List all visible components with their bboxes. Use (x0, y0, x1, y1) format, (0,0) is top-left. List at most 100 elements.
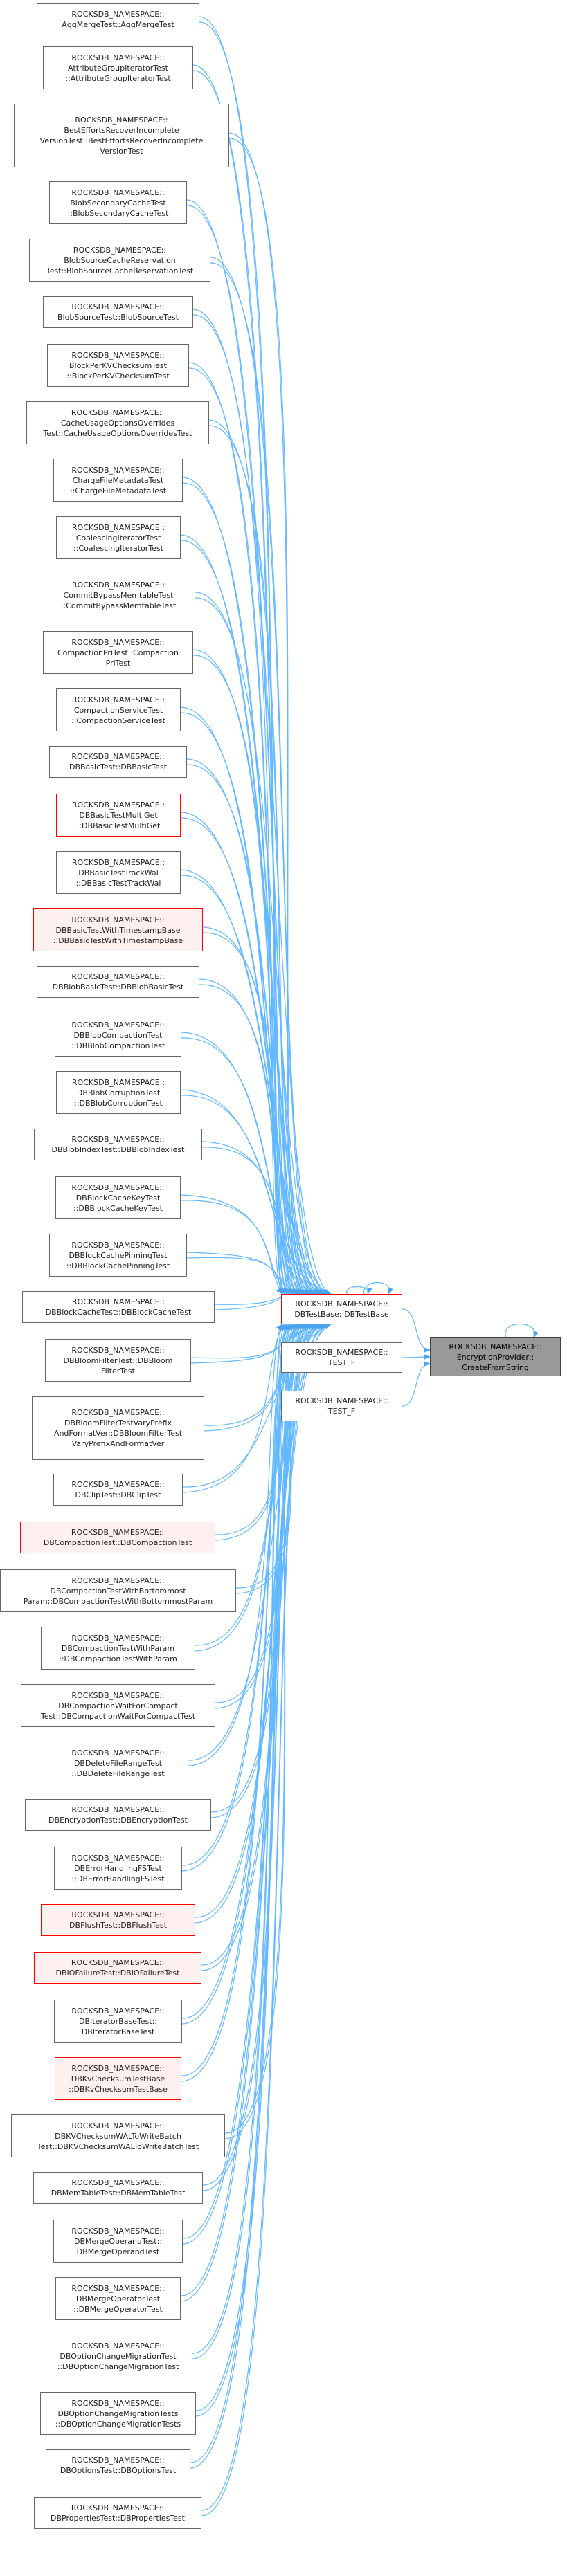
call-edge (199, 978, 296, 1295)
node-label: ROCKSDB_NAMESPACE:: BestEffortsRecoverIn… (39, 116, 204, 156)
call-edge (202, 1324, 310, 2191)
call-edge (195, 592, 330, 1295)
node-label: ROCKSDB_NAMESPACE:: DBBloomFilterTestVar… (53, 1408, 183, 1448)
caller-node-block-per-kvchecksum-test[interactable]: ROCKSDB_NAMESPACE:: BlockPerKVChecksumTe… (47, 344, 189, 387)
caller-node-dbbasic-test-with-timestamp-base[interactable]: ROCKSDB_NAMESPACE:: DBBasicTestWithTimes… (33, 908, 203, 951)
caller-node-dbmerge-operand-test[interactable]: ROCKSDB_NAMESPACE:: DBMergeOperandTest::… (53, 2220, 183, 2263)
caller-node-dbkv-checksum-test-base[interactable]: ROCKSDB_NAMESPACE:: DBKvChecksumTestBase… (55, 2057, 181, 2100)
caller-node-dbiterator-base-test[interactable]: ROCKSDB_NAMESPACE:: DBIteratorBaseTest::… (54, 2000, 182, 2043)
call-edge (182, 1324, 315, 2239)
caller-node-commit-bypass-memtable-test[interactable]: ROCKSDB_NAMESPACE:: CommitBypassMemtable… (42, 574, 195, 616)
call-edge-to-target (402, 1361, 431, 1407)
call-edge (210, 257, 322, 1295)
caller-node-best-efforts-recover-incomplete-version-test[interactable]: ROCKSDB_NAMESPACE:: BestEffortsRecoverIn… (14, 104, 229, 167)
caller-node-dbbasic-test-multi-get[interactable]: ROCKSDB_NAMESPACE:: DBBasicTestMultiGet … (56, 794, 181, 837)
node-label: ROCKSDB_NAMESPACE:: DBKvChecksumTestBase… (69, 2063, 168, 2094)
call-edge (192, 1324, 288, 2359)
node-label: ROCKSDB_NAMESPACE:: EncryptionProvider::… (449, 1342, 542, 1372)
node-label: ROCKSDB_NAMESPACE:: AggMergeTest::AggMer… (62, 10, 174, 29)
caller-node-dbdelete-file-range-test[interactable]: ROCKSDB_NAMESPACE:: DBDeleteFileRangeTes… (48, 1742, 188, 1784)
caller-node-agg-merge-test[interactable]: ROCKSDB_NAMESPACE:: AggMergeTest::AggMer… (37, 3, 199, 35)
call-edge (202, 1324, 305, 2186)
call-edge (195, 597, 283, 1295)
node-label: ROCKSDB_NAMESPACE:: DBBasicTestTrackWal … (71, 857, 165, 888)
caller-node-dbblob-index-test[interactable]: ROCKSDB_NAMESPACE:: DBBlobIndexTest::DBB… (34, 1129, 202, 1160)
caller-node-dbblock-cache-key-test[interactable]: ROCKSDB_NAMESPACE:: DBBlockCacheKeyTest … (55, 1176, 181, 1219)
caller-node-dbclip-test[interactable]: ROCKSDB_NAMESPACE:: DBClipTest::DBClipTe… (53, 1474, 183, 1506)
node-db-test-base[interactable]: ROCKSDB_NAMESPACE:: DBTestBase::DBTestBa… (281, 1294, 402, 1324)
node-label: ROCKSDB_NAMESPACE:: DBBlockCacheTest::DB… (45, 1297, 192, 1317)
call-edge (202, 932, 291, 1295)
caller-node-dbbasic-test[interactable]: ROCKSDB_NAMESPACE:: DBBasicTest::DBBasic… (49, 746, 187, 778)
caller-node-dbencryption-test[interactable]: ROCKSDB_NAMESPACE:: DBEncryptionTest::DB… (25, 1799, 211, 1831)
node-label: ROCKSDB_NAMESPACE:: DBBlobBasicTest::DBB… (52, 972, 184, 992)
call-edge (204, 1324, 322, 1426)
node-label: ROCKSDB_NAMESPACE:: DBOptionsTest::DBOpt… (60, 2456, 177, 2475)
node-label: ROCKSDB_NAMESPACE:: DBCompactionWaitForC… (40, 1690, 196, 1721)
node-label: ROCKSDB_NAMESPACE:: DBBlobCorruptionTest… (71, 1077, 165, 1108)
caller-node-dbblob-compaction-test[interactable]: ROCKSDB_NAMESPACE:: DBBlobCompactionTest… (55, 1014, 181, 1057)
caller-node-dbmerge-operator-test[interactable]: ROCKSDB_NAMESPACE:: DBMergeOperatorTest … (55, 2277, 181, 2320)
caller-node-blob-source-test[interactable]: ROCKSDB_NAMESPACE:: BlobSourceTest::Blob… (43, 296, 193, 328)
call-edge (201, 1147, 330, 1295)
node-label: ROCKSDB_NAMESPACE:: DBTestBase::DBTestBa… (294, 1299, 389, 1319)
caller-node-dbcompaction-test-with-bottommost-param[interactable]: ROCKSDB_NAMESPACE:: DBCompactionTestWith… (0, 1569, 236, 1612)
call-edge (186, 764, 312, 1295)
caller-node-dbbloom-filter-test[interactable]: ROCKSDB_NAMESPACE:: DBBloomFilterTest::D… (45, 1339, 191, 1382)
node-label: ROCKSDB_NAMESPACE:: DBCompactionTestWith… (23, 1575, 213, 1606)
caller-node-compaction-service-test[interactable]: ROCKSDB_NAMESPACE:: CompactionServiceTes… (56, 688, 181, 731)
caller-node-dbkvchecksum-walto-write-batch-test[interactable]: ROCKSDB_NAMESPACE:: DBKVChecksumWALToWri… (11, 2114, 225, 2157)
caller-node-dbcompaction-test-with-param[interactable]: ROCKSDB_NAMESPACE:: DBCompactionTestWith… (41, 1627, 195, 1670)
caller-node-attribute-group-iterator-test[interactable]: ROCKSDB_NAMESPACE:: AttributeGroupIterat… (43, 46, 193, 89)
node-label: ROCKSDB_NAMESPACE:: DBDeleteFileRangeTes… (71, 1748, 165, 1778)
call-edge (180, 817, 322, 1295)
node-label: ROCKSDB_NAMESPACE:: DBIOFailureTest::DBI… (55, 1958, 180, 1977)
caller-node-dbcompaction-wait-for-compact-test[interactable]: ROCKSDB_NAMESPACE:: DBCompactionWaitForC… (21, 1684, 215, 1727)
caller-node-dbproperties-test[interactable]: ROCKSDB_NAMESPACE:: DBPropertiesTest::DB… (34, 2497, 201, 2529)
call-edge (180, 812, 317, 1295)
call-edge (180, 869, 327, 1295)
caller-node-dbiofailure-test[interactable]: ROCKSDB_NAMESPACE:: DBIOFailureTest::DBI… (34, 1952, 201, 1984)
self-loop-edge (505, 1324, 539, 1338)
call-edge (182, 1324, 286, 1493)
call-edge (190, 1324, 317, 1364)
node-label: ROCKSDB_NAMESPACE:: CacheUsageOptionsOve… (43, 408, 192, 438)
call-edge (186, 199, 312, 1295)
caller-node-dberror-handling-fstest[interactable]: ROCKSDB_NAMESPACE:: DBErrorHandlingFSTes… (54, 1847, 182, 1890)
caller-node-coalescing-iterator-test[interactable]: ROCKSDB_NAMESPACE:: CoalescingIteratorTe… (56, 516, 181, 559)
caller-node-dbflush-test[interactable]: ROCKSDB_NAMESPACE:: DBFlushTest::DBFlush… (41, 1904, 195, 1936)
caller-node-dbmem-table-test[interactable]: ROCKSDB_NAMESPACE:: DBMemTableTest::DBMe… (33, 2172, 203, 2204)
node-label: ROCKSDB_NAMESPACE:: CompactionPriTest::C… (57, 637, 179, 668)
node-label: ROCKSDB_NAMESPACE:: DBEncryptionTest::DB… (48, 1805, 188, 1825)
call-edge (180, 1194, 283, 1295)
caller-node-dbbasic-test-track-wal[interactable]: ROCKSDB_NAMESPACE:: DBBasicTestTrackWal … (56, 851, 181, 894)
caller-node-dbcompaction-test[interactable]: ROCKSDB_NAMESPACE:: DBCompactionTest::DB… (20, 1522, 215, 1553)
call-edge-to-target (402, 1354, 431, 1360)
node-label: ROCKSDB_NAMESPACE:: DBBasicTestMultiGet … (71, 800, 165, 830)
caller-node-blob-secondary-cache-test[interactable]: ROCKSDB_NAMESPACE:: BlobSecondaryCacheTe… (49, 181, 187, 224)
caller-node-dboptions-test[interactable]: ROCKSDB_NAMESPACE:: DBOptionsTest::DBOpt… (46, 2449, 190, 2481)
caller-node-charge-file-metadata-test[interactable]: ROCKSDB_NAMESPACE:: ChargeFileMetadataTe… (53, 459, 183, 502)
caller-node-cache-usage-options-overrides-test[interactable]: ROCKSDB_NAMESPACE:: CacheUsageOptionsOve… (26, 401, 209, 444)
node-label: ROCKSDB_NAMESPACE:: TEST_F (295, 1348, 388, 1367)
node-label: ROCKSDB_NAMESPACE:: DBErrorHandlingFSTes… (71, 1853, 165, 1883)
caller-node-dbblock-cache-test[interactable]: ROCKSDB_NAMESPACE:: DBBlockCacheTest::DB… (22, 1291, 215, 1323)
node-label: ROCKSDB_NAMESPACE:: DBCompactionTestWith… (59, 1633, 177, 1663)
caller-node-dboption-change-migration-test[interactable]: ROCKSDB_NAMESPACE:: DBOptionChangeMigrat… (44, 2335, 192, 2377)
caller-node-dbblock-cache-pinning-test[interactable]: ROCKSDB_NAMESPACE:: DBBlockCachePinningT… (49, 1234, 187, 1277)
node-label: ROCKSDB_NAMESPACE:: TEST_F (295, 1396, 388, 1416)
caller-node-blob-source-cache-reservation-test[interactable]: ROCKSDB_NAMESPACE:: BlobSourceCacheReser… (29, 239, 210, 282)
node-label: ROCKSDB_NAMESPACE:: ChargeFileMetadataTe… (69, 465, 167, 495)
caller-node-dbblob-basic-test[interactable]: ROCKSDB_NAMESPACE:: DBBlobBasicTest::DBB… (37, 966, 199, 998)
target-node-create-from-string[interactable]: ROCKSDB_NAMESPACE:: EncryptionProvider::… (430, 1337, 561, 1376)
caller-node-dbblob-corruption-test[interactable]: ROCKSDB_NAMESPACE:: DBBlobCorruptionTest… (56, 1071, 181, 1114)
caller-node-dbbloom-filter-test-vary-prefix-and-format-ver[interactable]: ROCKSDB_NAMESPACE:: DBBloomFilterTestVar… (32, 1396, 204, 1460)
call-edge (181, 1037, 310, 1295)
node-test-f-2[interactable]: ROCKSDB_NAMESPACE:: TEST_F (281, 1391, 402, 1421)
caller-node-compaction-pri-test[interactable]: ROCKSDB_NAMESPACE:: CompactionPriTest::C… (43, 631, 193, 674)
node-label: ROCKSDB_NAMESPACE:: DBBloomFilterTest::D… (63, 1345, 173, 1376)
node-test-f-1[interactable]: ROCKSDB_NAMESPACE:: TEST_F (281, 1342, 402, 1373)
node-label: ROCKSDB_NAMESPACE:: CommitBypassMemtable… (60, 580, 177, 610)
caller-node-dboption-change-migration-tests[interactable]: ROCKSDB_NAMESPACE:: DBOptionChangeMigrat… (40, 2392, 196, 2435)
node-label: ROCKSDB_NAMESPACE:: DBMemTableTest::DBMe… (51, 2178, 186, 2198)
